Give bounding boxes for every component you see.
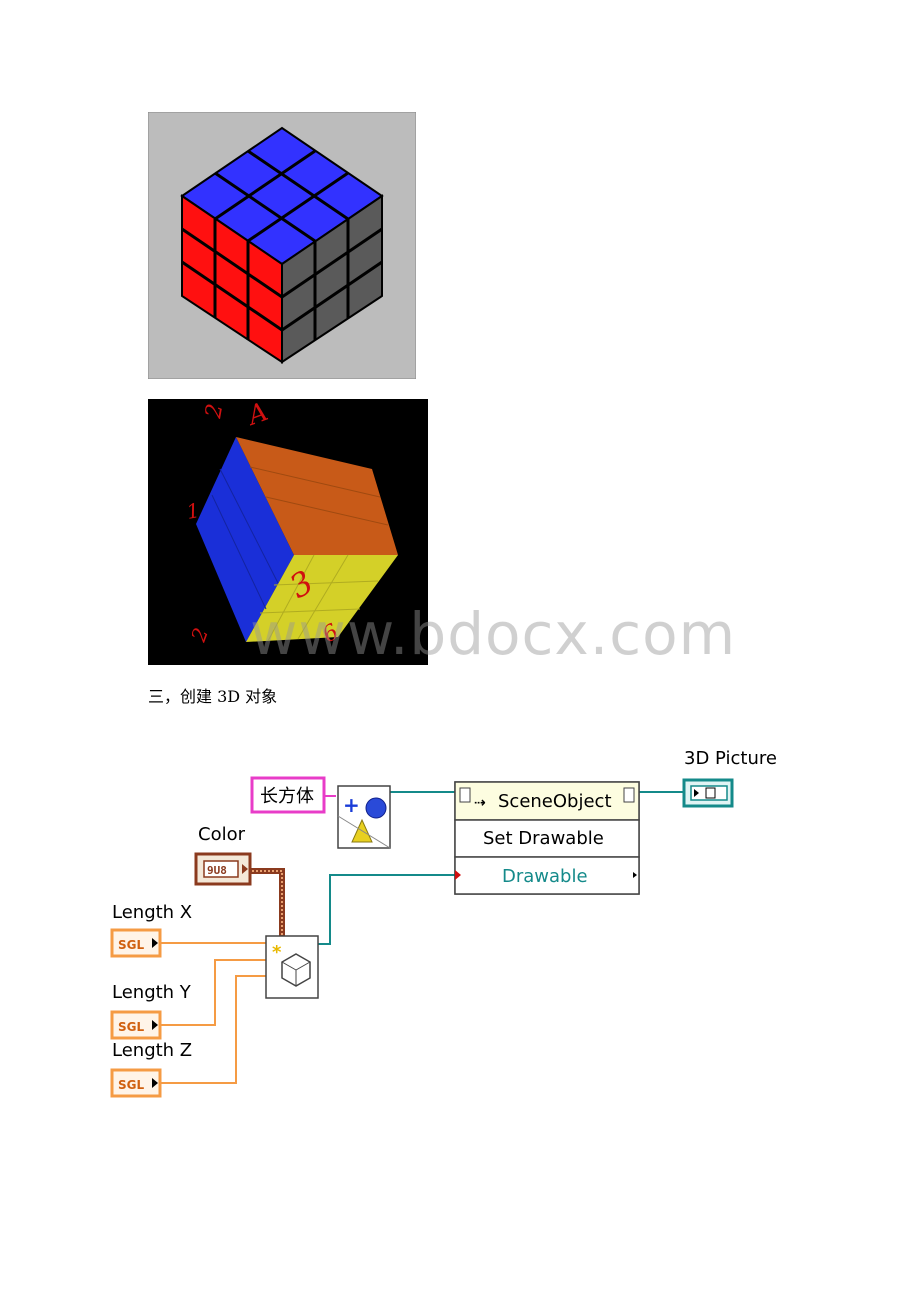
- length-x-control[interactable]: SGL: [110, 928, 162, 958]
- svg-text:SGL: SGL: [118, 1020, 144, 1034]
- 3d-picture-indicator[interactable]: [682, 778, 734, 808]
- set-drawable-method: Set Drawable: [483, 828, 604, 849]
- watermark: www.bdocx.com: [250, 600, 737, 668]
- string-constant[interactable]: 长方体: [250, 776, 326, 814]
- length-x-label: Length X: [112, 902, 192, 923]
- rotated-box-image: A 2 1 3 2 6: [148, 399, 428, 665]
- section-heading: 三，创建 3D 对象: [148, 687, 278, 706]
- length-y-label: Length Y: [112, 982, 192, 1003]
- svg-text:SGL: SGL: [118, 1078, 144, 1092]
- svg-text:长方体: 长方体: [260, 786, 314, 807]
- marker-1: 1: [185, 498, 202, 524]
- marker-2-top: 2: [201, 402, 228, 421]
- color-label: Color: [198, 824, 246, 845]
- svg-text:⇢: ⇢: [474, 795, 486, 811]
- drawable-input: Drawable: [502, 866, 588, 887]
- svg-text:+: +: [343, 793, 360, 817]
- length-z-control[interactable]: SGL: [110, 1068, 162, 1098]
- scene-object-invoke-node[interactable]: ⇢ SceneObject Set Drawable Drawable: [454, 781, 640, 895]
- svg-text:9U8: 9U8: [207, 864, 227, 877]
- create-box-node[interactable]: *: [265, 935, 319, 999]
- svg-text:SGL: SGL: [118, 938, 144, 952]
- color-control[interactable]: 9U8: [194, 852, 252, 886]
- create-object-node[interactable]: +: [337, 785, 391, 849]
- rubiks-cube-image: [148, 112, 416, 379]
- svg-text:SceneObject: SceneObject: [498, 791, 612, 812]
- length-y-control[interactable]: SGL: [110, 1010, 162, 1040]
- svg-text:*: *: [272, 942, 282, 963]
- length-z-label: Length Z: [112, 1040, 192, 1061]
- block-diagram: 长方体 + Color 9U8 Length X SGL Length Y SG…: [110, 748, 777, 1098]
- 3d-picture-label: 3D Picture: [684, 748, 777, 769]
